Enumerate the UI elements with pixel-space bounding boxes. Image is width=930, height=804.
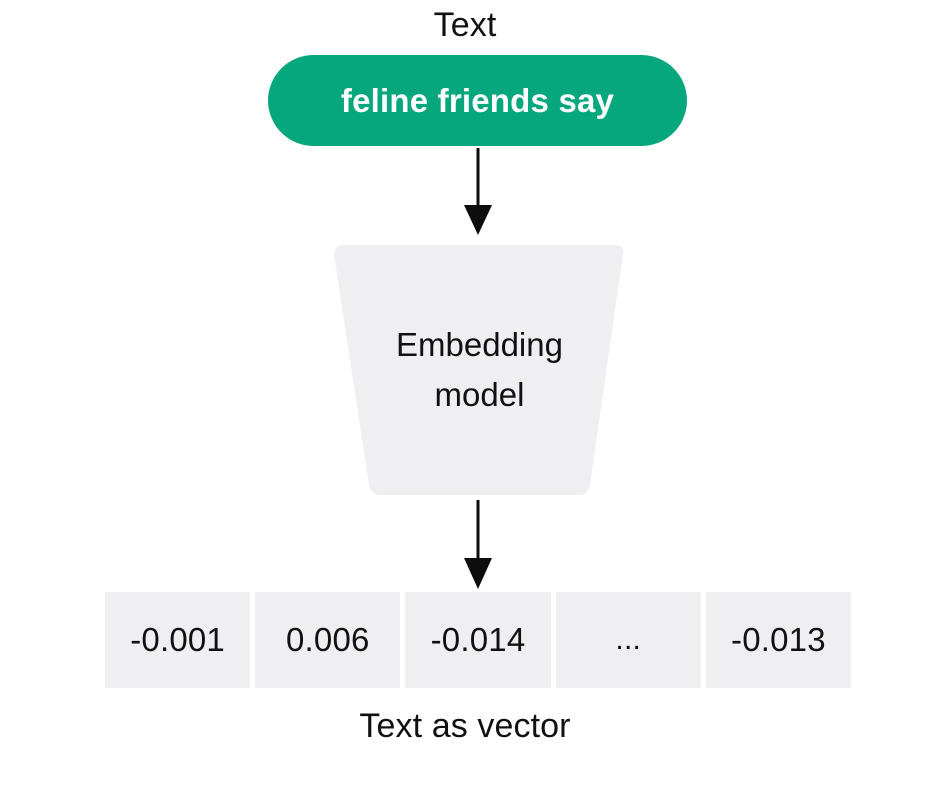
embedding-model-shape: Embedding model	[322, 243, 637, 497]
vector-cell-value: 0.006	[286, 621, 370, 658]
vector-cell: -0.014	[405, 592, 551, 688]
vector-cell-value: -0.013	[731, 621, 826, 658]
vector-cell-ellipsis: ...	[555, 592, 701, 688]
vector-cell: -0.001	[105, 592, 251, 688]
vector-cell-value: -0.014	[430, 621, 526, 658]
vector-cell: -0.013	[705, 592, 852, 688]
vector-cell-value: -0.001	[130, 621, 225, 658]
vector-row: -0.001 0.006 -0.014 ... -0.013	[105, 592, 852, 688]
vector-cell: 0.006	[255, 592, 401, 688]
vector-cell-value: ...	[615, 623, 642, 656]
trapezoid-icon	[334, 245, 624, 495]
vector-caption-text: Text as vector	[359, 707, 571, 745]
input-text-chip-label: feline friends say	[340, 81, 615, 119]
diagram-title-text: Text	[433, 6, 497, 44]
input-text-chip: feline friends say	[268, 55, 687, 146]
